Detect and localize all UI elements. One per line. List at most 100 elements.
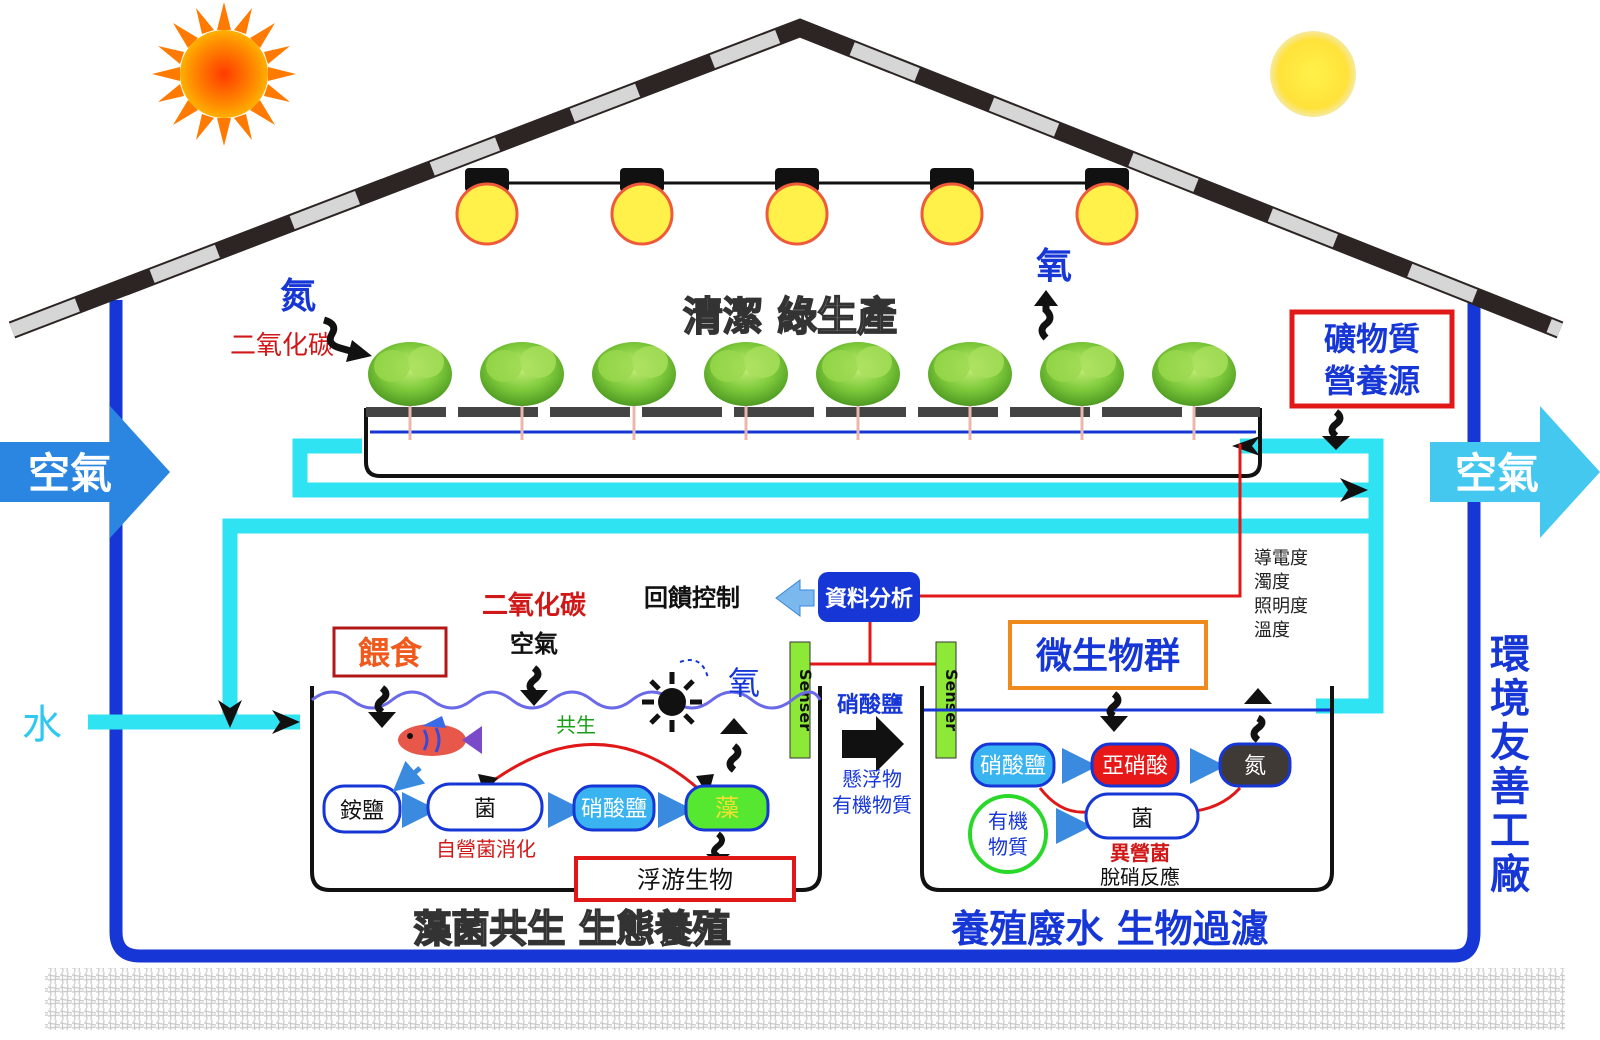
arrowhead-icon <box>1034 290 1058 306</box>
algae-node <box>684 784 770 832</box>
left-tank-water <box>311 690 822 710</box>
ammonium-node <box>322 784 402 834</box>
oxygen-out-label: 氧 <box>1036 246 1072 287</box>
house-wall <box>109 298 1481 963</box>
water-pipe <box>88 438 1384 730</box>
left-tank <box>310 686 822 892</box>
right-bacteria-label: 菌 <box>1131 807 1153 832</box>
transfer-suspended-label: 懸浮物 <box>842 767 902 791</box>
arrowhead-icon <box>720 718 748 734</box>
factory-char: 善 <box>1490 764 1530 810</box>
factory-char: 友 <box>1490 720 1530 766</box>
data-analysis-box[interactable] <box>818 572 920 622</box>
water-in-label: 水 <box>22 702 62 748</box>
nitrogen-label: 氮 <box>1244 754 1266 779</box>
nitrogen-in-label: 氮 <box>280 276 316 317</box>
roof <box>8 18 1564 339</box>
nitrogen-node <box>1218 742 1292 788</box>
algae-label: 藻 <box>715 794 739 822</box>
right-nitrate-node <box>970 742 1056 788</box>
right-tank-title: 養殖廢水 生物過濾 <box>951 907 1268 951</box>
sensor-params: 導電度 濁度 照明度 溫度 <box>1254 548 1308 641</box>
feed-label: 餵食 <box>358 634 423 672</box>
curly-arrow-icon <box>1250 714 1266 743</box>
organic-line1: 有機 <box>988 809 1028 833</box>
left-air-label: 空氣 <box>510 630 558 658</box>
sensor-signal-line <box>804 444 1242 666</box>
arrowhead-icon <box>520 690 548 706</box>
factory-label: 環 境 友 善 工 廠 <box>1490 632 1530 898</box>
mineral-box <box>1289 309 1455 409</box>
left-co2-label: 二氧化碳 <box>482 591 587 621</box>
transfer-nitrate-label: 硝酸鹽 <box>837 692 903 718</box>
right-nitrate-label: 硝酸鹽 <box>980 754 1046 779</box>
grow-lights <box>455 168 1139 246</box>
microbes-label: 微生物群 <box>1035 636 1180 677</box>
plankton-box <box>574 856 796 902</box>
curly-arrow-icon <box>1328 409 1344 439</box>
right-bacteria-node <box>1084 792 1200 840</box>
curly-arrow-icon <box>374 685 390 715</box>
co2-in-label: 二氧化碳 <box>230 331 334 361</box>
air-outflow-arrow: 空氣 <box>1430 406 1600 538</box>
sensor-param: 照明度 <box>1254 596 1308 617</box>
sensor-param: 溫度 <box>1254 620 1290 641</box>
arrowhead-icon <box>1100 716 1128 732</box>
light-icon <box>642 672 702 732</box>
organic-line2: 物質 <box>988 835 1028 859</box>
nitrate-node <box>572 784 656 832</box>
pipe-arrowheads <box>218 436 1368 734</box>
arrowhead-icon <box>368 712 396 728</box>
data-analysis-label: 資料分析 <box>825 586 913 612</box>
symbiosis-label: 共生 <box>556 713 596 737</box>
heterotroph-label: 異營菌 <box>1110 841 1170 865</box>
curly-arrow-icon <box>322 316 355 356</box>
air-in-label: 空氣 <box>28 449 112 498</box>
factory-char: 工 <box>1490 808 1530 854</box>
symbiosis-arc <box>485 742 704 794</box>
sun-icon <box>152 2 296 146</box>
left-tank-title: 藻菌共生 生態養殖 <box>413 907 730 951</box>
transfer-arrow-icon <box>842 716 904 772</box>
arrowhead-icon <box>1244 688 1272 704</box>
left-oxygen-label: 氧 <box>728 664 760 702</box>
factory-char: 廠 <box>1490 852 1530 898</box>
nitrate-label: 硝酸鹽 <box>581 797 647 822</box>
dotted-arrow-icon <box>679 659 709 679</box>
arrowhead-icon <box>1322 436 1350 450</box>
microbes-box <box>1008 620 1208 690</box>
curly-arrow-icon <box>711 831 725 859</box>
sensor-right-label: Senser <box>942 669 961 731</box>
ammonium-label: 銨鹽 <box>340 799 384 824</box>
air-out-label: 空氣 <box>1455 449 1539 498</box>
denitrification-label: 脫硝反應 <box>1100 865 1180 889</box>
feedback-control-label: 回饋控制 <box>644 584 740 612</box>
curly-arrow-icon <box>1038 302 1054 341</box>
moon-icon <box>1270 31 1356 117</box>
fish-icon <box>398 716 482 756</box>
bacteria-node <box>426 782 544 832</box>
autotroph-label: 自營菌消化 <box>436 837 536 861</box>
feedback-arrow-icon <box>775 579 815 617</box>
air-inflow-arrow: 空氣 <box>0 406 170 538</box>
factory-char: 環 <box>1490 632 1530 678</box>
feed-box <box>332 626 448 678</box>
nitrite-node <box>1090 742 1180 788</box>
ground-texture <box>45 968 1565 1030</box>
right-tank <box>920 686 1334 892</box>
organic-node <box>968 794 1048 874</box>
curly-arrow-icon <box>526 665 542 695</box>
factory-char: 境 <box>1490 676 1530 722</box>
flow-arrow <box>392 760 426 792</box>
nitrite-label: 亞硝酸 <box>1102 754 1168 779</box>
sensor-right <box>935 641 957 759</box>
curly-arrow-icon <box>1106 691 1122 720</box>
sensor-param: 濁度 <box>1254 572 1290 593</box>
sensor-left-label: Senser <box>796 669 815 731</box>
curly-arrow-icon <box>726 743 742 773</box>
lettuce-plants <box>368 342 1236 440</box>
sensor-param: 導電度 <box>1254 548 1308 569</box>
bacteria-label: 菌 <box>474 797 496 822</box>
hydroponic-tray <box>364 407 1262 478</box>
transfer-organic-label: 有機物質 <box>832 793 912 817</box>
